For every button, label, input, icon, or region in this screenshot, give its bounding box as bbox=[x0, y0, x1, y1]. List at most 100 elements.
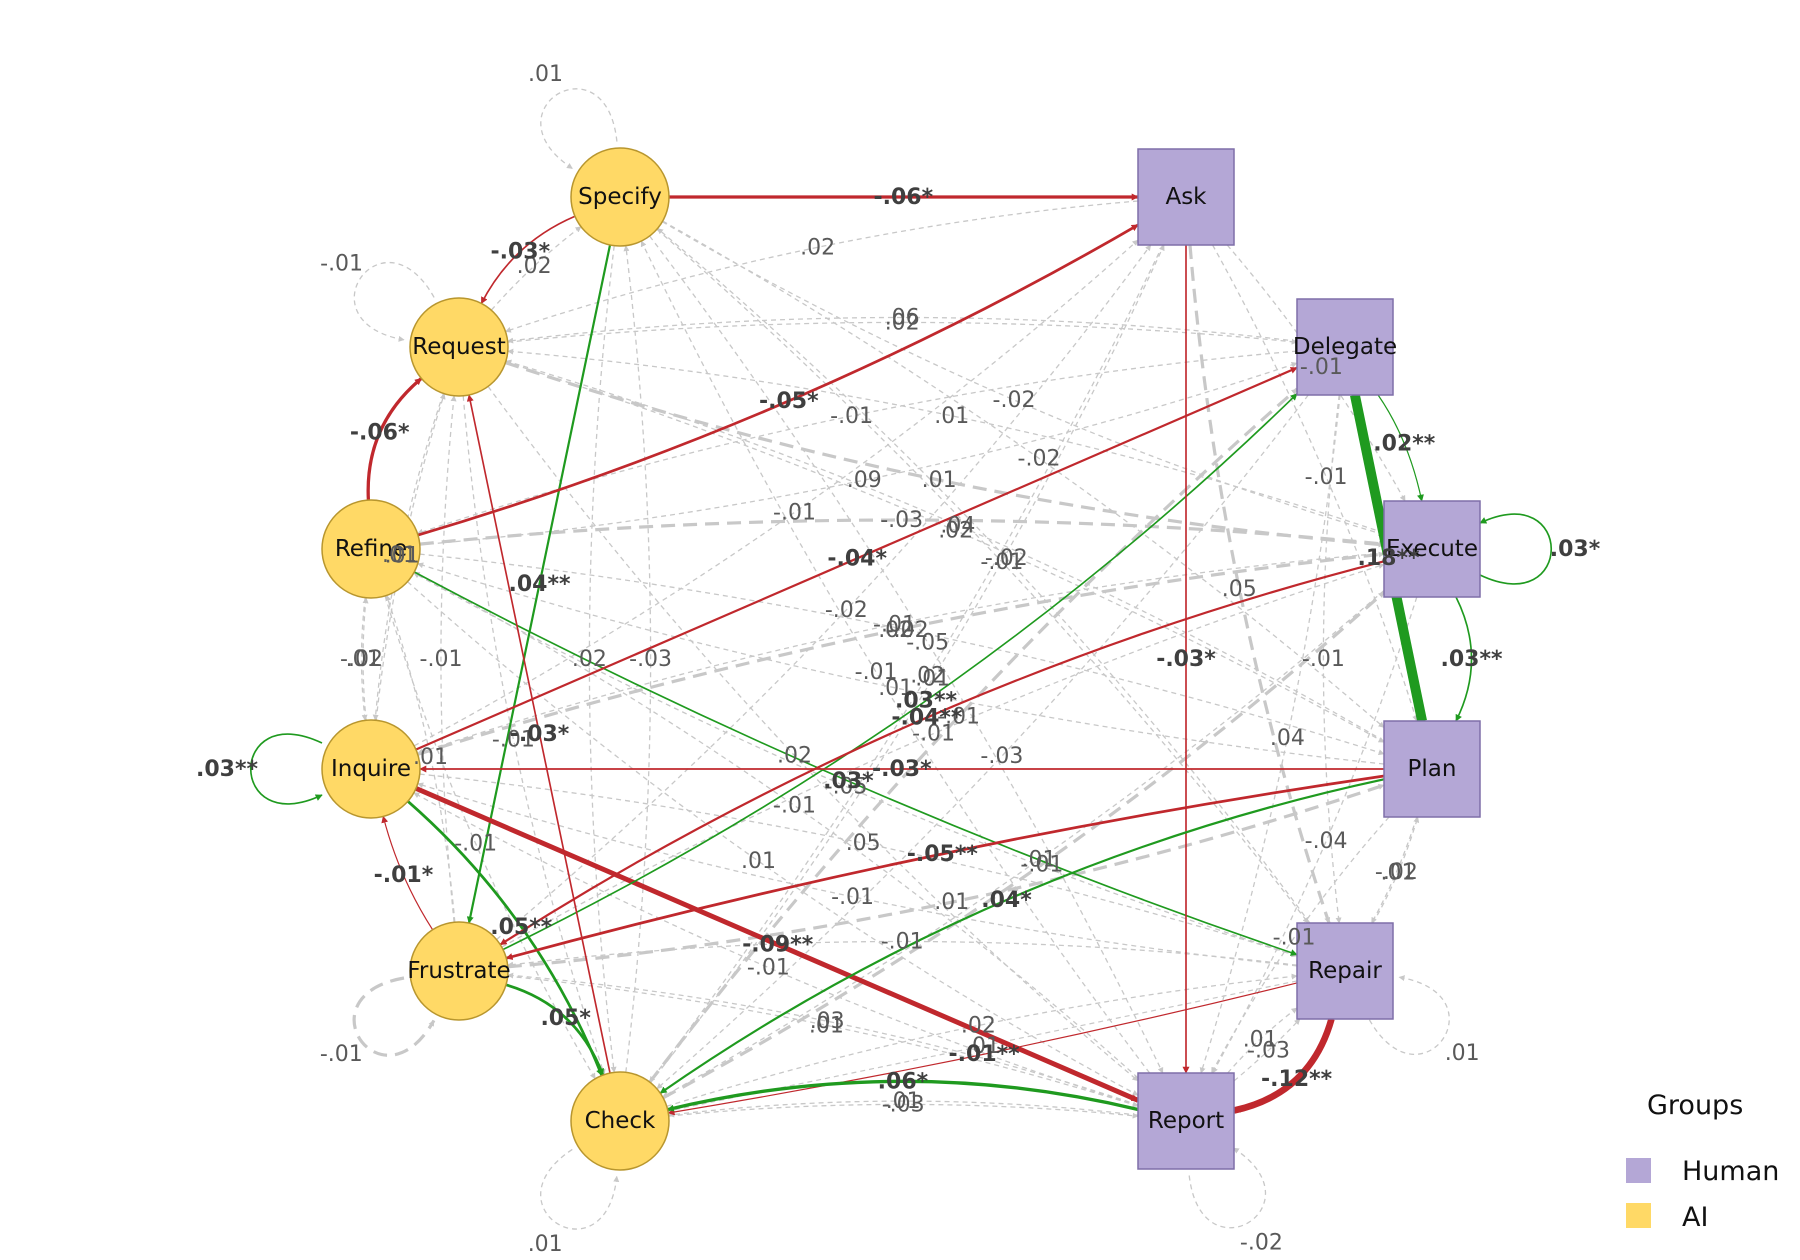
significant-edge-labels: -.06*-.03*.04**-.06*-.05*.03*.03**-.09**… bbox=[196, 185, 1601, 1094]
legend-label-ai: AI bbox=[1682, 1202, 1708, 1233]
node-check-circle bbox=[570, 1071, 670, 1171]
edge-label-specify-to-execute: -.02 bbox=[993, 388, 1036, 413]
edge-frustrate-to-request bbox=[440, 395, 457, 923]
edge-label-execute-to-execute: .03* bbox=[1550, 537, 1601, 562]
edge-label-check-to-ask: .01 bbox=[915, 666, 950, 691]
node-refine-label: Refine bbox=[335, 536, 407, 562]
edge-label-check-to-repair: .02 bbox=[961, 1014, 996, 1039]
edge-delegate-to-request bbox=[507, 316, 1298, 344]
edge-label-plan-to-inquire: -.03* bbox=[872, 757, 932, 782]
edge-execute-to-report bbox=[1212, 596, 1418, 1074]
edge-report-to-specify bbox=[640, 240, 1151, 1074]
node-inquire: Inquire bbox=[321, 719, 421, 819]
node-specify-circle bbox=[570, 147, 670, 247]
edge-execute-to-request bbox=[507, 348, 1385, 534]
edge-label-refine-to-inquire: -.02 bbox=[340, 647, 383, 672]
edge-label-frustrate-to-refine: .01 bbox=[413, 745, 448, 770]
edge-label-inquire-to-ask: -.01 bbox=[773, 500, 816, 525]
node-frustrate-circle bbox=[409, 921, 509, 1021]
edge-check-to-delegate bbox=[648, 387, 1299, 1084]
edge-label-plan-to-repair: -.02 bbox=[1375, 860, 1418, 885]
node-specify-label: Specify bbox=[578, 184, 662, 210]
node-repair-label: Repair bbox=[1308, 958, 1382, 984]
edge-label-frustrate-to-execute: -.01 bbox=[912, 722, 955, 747]
edge-report-to-repair-alt bbox=[1233, 1018, 1301, 1082]
edge-label-check-to-check: .01 bbox=[528, 1232, 563, 1257]
edge-label-execute-to-report: -.04 bbox=[1305, 829, 1348, 854]
edge-label-specify-to-check: .02 bbox=[572, 647, 607, 672]
edge-plan-to-refine bbox=[417, 562, 1385, 765]
edge-refine-to-delegate bbox=[419, 361, 1298, 546]
edge-report-to-repair bbox=[1227, 1007, 1298, 1074]
node-plan-label: Plan bbox=[1408, 756, 1457, 782]
edge-check-to-execute bbox=[662, 591, 1386, 1100]
edge-label-execute-to-request: .01 bbox=[934, 404, 969, 429]
node-frustrate: Frustrate bbox=[407, 921, 511, 1021]
node-inquire-label: Inquire bbox=[331, 756, 411, 782]
edge-frustrate-to-plan bbox=[507, 783, 1385, 969]
edge-label-inquire-to-inquire: .03** bbox=[196, 757, 258, 782]
node-execute-square bbox=[1383, 500, 1481, 598]
edge-specify-to-frustrate bbox=[466, 244, 612, 924]
edge-label-report-to-repair: .01 bbox=[1243, 1027, 1278, 1052]
edge-specify-to-plan bbox=[662, 220, 1385, 728]
edge-label-check-to-request: -.03* bbox=[510, 722, 570, 747]
edge-label-inquire-to-repair: .05 bbox=[846, 831, 881, 856]
edge-inquire-to-inquire bbox=[250, 733, 323, 805]
edge-label-frustrate-to-plan: .01 bbox=[934, 890, 969, 915]
edge-label-execute-to-plan: .03** bbox=[1441, 647, 1503, 672]
edge-label-report-to-specify: -.01 bbox=[855, 660, 898, 685]
edge-label-request-to-check: -.01 bbox=[492, 727, 535, 752]
edge-label-ask-to-repair: .05 bbox=[1222, 577, 1257, 602]
edge-label-execute-to-frustrate: -.04** bbox=[891, 706, 963, 731]
node-specify: Specify bbox=[570, 147, 670, 247]
edge-label-inquire-to-delegate: -.04* bbox=[827, 546, 887, 571]
node-report-label: Report bbox=[1148, 1108, 1224, 1134]
edge-label-report-to-repair-alt: -.03 bbox=[1247, 1038, 1290, 1063]
edge-label-refine-to-repair: .03* bbox=[823, 769, 874, 794]
edge-label-frustrate-to-report: .01 bbox=[809, 1013, 844, 1038]
edge-label-check-to-report: -.03 bbox=[882, 1092, 925, 1117]
edge-repair-to-check bbox=[667, 982, 1298, 1116]
node-frustrate-label: Frustrate bbox=[407, 958, 510, 984]
edge-request-to-plan bbox=[505, 361, 1385, 743]
edge-check-to-ask bbox=[649, 244, 1165, 1084]
edge-refine-to-plan bbox=[419, 553, 1385, 756]
edge-request-to-specify bbox=[490, 226, 582, 311]
edge-check-to-repair bbox=[666, 973, 1298, 1107]
edge-inquire-to-repair bbox=[419, 773, 1298, 958]
edge-refine-to-inquire bbox=[360, 597, 368, 721]
edge-label-report-to-check: .06* bbox=[878, 1069, 929, 1094]
edge-refine-to-request bbox=[366, 377, 423, 501]
edge-request-to-report bbox=[487, 386, 1139, 1082]
edge-label-frustrate-to-inquire: -.01* bbox=[374, 863, 434, 888]
edge-label-specify-to-specify: .01 bbox=[528, 62, 563, 87]
edge-label-delegate-to-refine: -.01 bbox=[830, 404, 873, 429]
edge-execute-to-plan bbox=[1455, 596, 1473, 722]
edge-label-specify-to-request: -.03* bbox=[490, 239, 550, 264]
edge-plan-to-repair bbox=[1371, 816, 1418, 924]
edge-delegate-to-execute bbox=[1377, 394, 1424, 502]
edge-frustrate-to-check bbox=[505, 983, 605, 1076]
node-execute: Execute bbox=[1383, 500, 1481, 598]
edge-inquire-to-ask bbox=[413, 239, 1139, 747]
edge-check-to-check bbox=[540, 1148, 620, 1230]
edge-delegate-to-refine bbox=[416, 350, 1298, 535]
edge-label-ask-to-check: .02 bbox=[910, 663, 945, 688]
edge-specify-to-specify bbox=[540, 88, 618, 170]
edge-report-to-refine bbox=[413, 571, 1139, 1079]
node-request-circle bbox=[409, 297, 509, 397]
edge-refine-to-repair bbox=[413, 571, 1298, 956]
edge-delegate-to-repair bbox=[1322, 394, 1342, 924]
edge-request-to-execute bbox=[504, 361, 1385, 548]
edge-label-frustrate-to-request: -.01 bbox=[420, 647, 463, 672]
edge-refine-to-check bbox=[384, 595, 596, 1080]
edge-label-refine-to-report: .01 bbox=[741, 849, 776, 874]
edge-label-specify-to-report: -.05 bbox=[906, 631, 949, 656]
edge-repair-to-refine bbox=[413, 572, 1298, 957]
edge-check-to-report bbox=[668, 1103, 1139, 1119]
node-execute-label: Execute bbox=[1386, 536, 1478, 562]
edge-label-repair-to-frustrate: -.01 bbox=[881, 930, 924, 955]
edge-label-specify-to-plan: -.02 bbox=[1018, 446, 1061, 471]
